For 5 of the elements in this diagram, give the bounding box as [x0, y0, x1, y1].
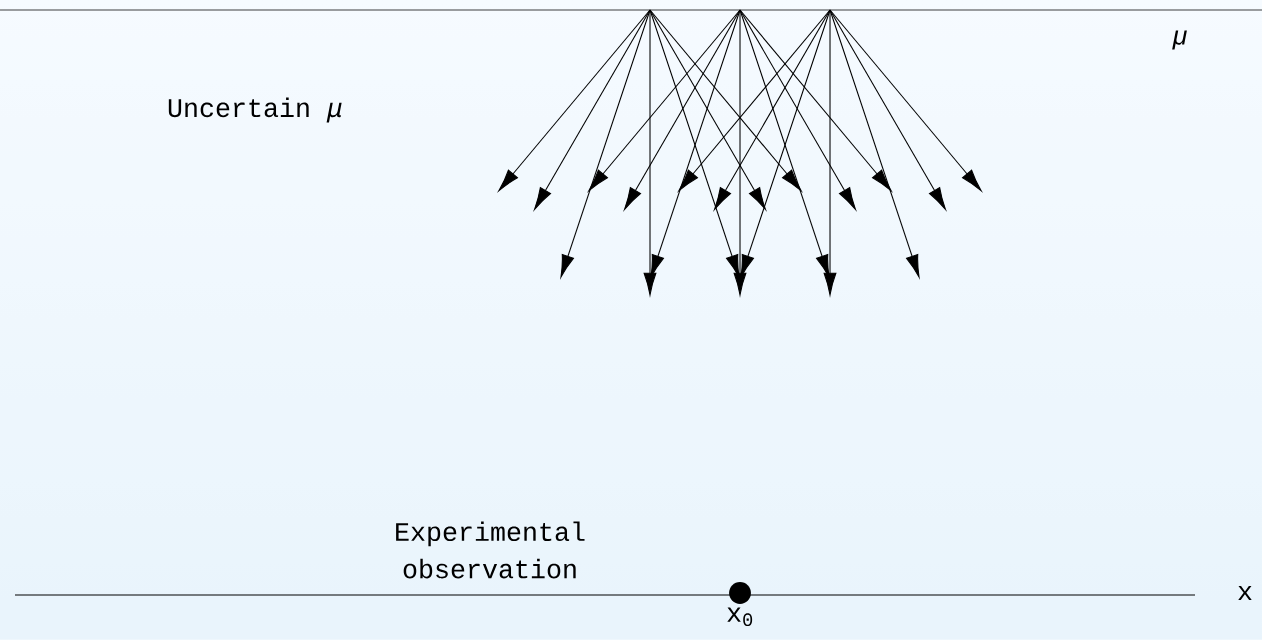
- point-label: x$_{0}$: [727, 607, 753, 626]
- text-label: Uncertain μ: [168, 97, 342, 123]
- text-label: Experimental observation: [396, 521, 585, 579]
- axis-label: x: [1238, 585, 1252, 601]
- axis-label: μ: [1172, 30, 1187, 50]
